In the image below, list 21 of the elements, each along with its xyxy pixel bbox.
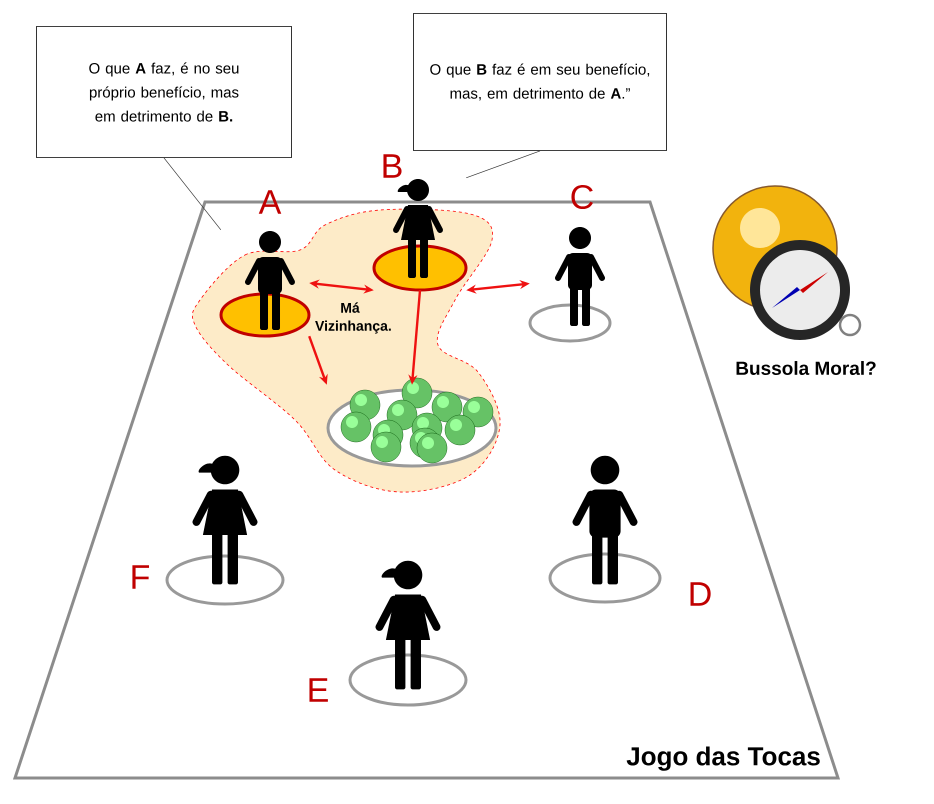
spot-letter: D: [690, 582, 711, 606]
person-on-spot: [348, 560, 468, 706]
spot-letter: C: [571, 184, 593, 210]
person-on-spot: [548, 456, 662, 604]
compass-drawing: Bussola Moral?: [712, 185, 876, 375]
node-label: Bussola Moral?: [736, 361, 876, 375]
spot-letter: A: [258, 190, 282, 214]
person-on-spot: [220, 231, 310, 338]
callout-box: O que B faz é em seu benefício, mas, em detrimento de A.”: [413, 13, 667, 151]
callout-box: O que A faz, é no seu próprio benefício, mas em detrimento de B.: [36, 26, 292, 158]
person-on-spot: [372, 179, 468, 292]
leader-line: [466, 150, 540, 178]
person-on-spot: [528, 227, 612, 342]
spot-letter: B: [383, 154, 402, 178]
spot-letter: E: [309, 678, 328, 702]
leader-line: [164, 158, 222, 230]
game-title: Jogo das Tocas: [626, 746, 820, 771]
spot-letter: F: [132, 565, 150, 589]
edge-label: Má Vizinhança.: [314, 301, 391, 335]
marble-pile-drawing: [326, 378, 498, 468]
person-on-spot: [166, 456, 284, 606]
